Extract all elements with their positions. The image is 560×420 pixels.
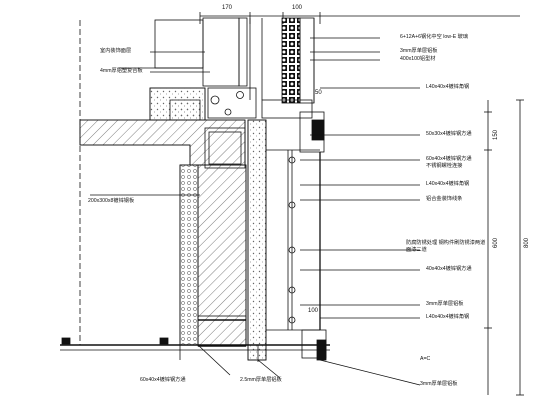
label-bottom-right: 3mm厚单层铝板	[420, 381, 458, 387]
label-tube-40: 40x40x4镀锌钢方通	[426, 266, 472, 272]
sill-step	[169, 99, 201, 121]
label-mullion-3mm: 3mm厚单层铝板	[400, 48, 438, 54]
dim-right-800: 800	[524, 237, 530, 248]
dim-right-50: 50	[315, 90, 322, 96]
label-wall-top-1: 室内装饰面层	[100, 48, 132, 54]
brick-wall	[179, 164, 199, 346]
dim-top-100: 100	[292, 5, 303, 11]
dim-right-150: 150	[493, 129, 499, 140]
insulation-panel	[281, 17, 301, 104]
label-right-3mm: 3mm厚单层铝板	[426, 301, 464, 307]
label-right-long-2: 面漆二道	[406, 247, 427, 253]
label-bottom-25: 2.5mm厚单层铝板	[240, 377, 282, 383]
label-plate-200: 200x300x8镀锌钢板	[88, 198, 135, 204]
label-angle-mid: L40x40x4镀锌角钢	[426, 181, 470, 187]
label-angle-top: L40x40x4镀锌角钢	[426, 84, 470, 90]
dim-right-600: 600	[493, 237, 499, 248]
insulation-cavity	[247, 119, 267, 361]
steel-tube-upper	[204, 127, 246, 169]
label-tube-60: 60x40x4镀锌钢方通	[426, 156, 472, 162]
label-profile-400: 400x100铝型材	[400, 56, 436, 62]
concrete-column	[197, 164, 247, 346]
dim-bottom-100: 100	[308, 308, 319, 314]
label-right-mid: 铝合金装饰线条	[426, 196, 463, 202]
upper-wall-block	[154, 19, 204, 69]
hatched-slab	[79, 119, 246, 166]
label-right-long-1: 防腐防锈处理 钢构件刷防锈漆两道	[406, 240, 486, 246]
dim-top-170: 170	[222, 5, 233, 11]
label-marker-ac: A=C	[420, 356, 431, 362]
label-wall-top-2: 4mm厚铝塑复合板	[100, 68, 143, 74]
label-glass: 6+12A+6钢化中空 low-E 玻璃	[400, 34, 469, 40]
glass-unit	[202, 17, 240, 87]
label-tube-50: 50x30x4镀锌钢方通	[426, 131, 472, 137]
label-angle-low: L40x40x4镀锌角钢	[426, 314, 470, 320]
bracket-assembly	[207, 87, 257, 119]
label-bottom-60: 60x40x4镀锌钢方通	[140, 377, 186, 383]
label-tube-60-sub: 不锈钢螺栓连接	[426, 163, 463, 169]
